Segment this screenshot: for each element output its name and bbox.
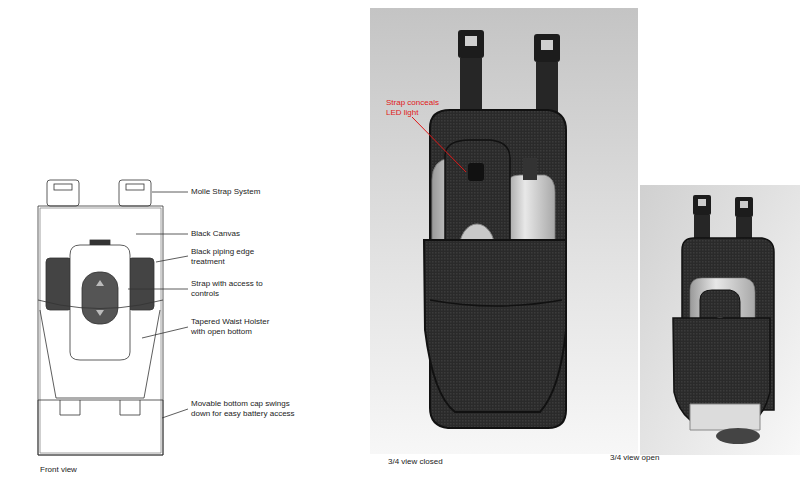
open-view-render bbox=[640, 185, 800, 455]
callout-label: Black piping edge treatment bbox=[191, 247, 267, 267]
front-view-drawing bbox=[38, 180, 188, 455]
callout-label: Strap with access to controls bbox=[191, 279, 277, 299]
view-caption: 3/4 view open bbox=[610, 453, 730, 463]
callout-label: Molle Strap System bbox=[191, 187, 321, 197]
callout-label: Black Canvas bbox=[191, 229, 321, 239]
view-caption: Front view bbox=[40, 465, 140, 475]
callout-label: Strap conceals LED light bbox=[386, 98, 448, 118]
view-caption: 3/4 view closed bbox=[388, 457, 508, 467]
callout-label: Movable bottom cap swings down for easy … bbox=[191, 399, 309, 419]
callout-label: Tapered Waist Holster with open bottom bbox=[191, 317, 283, 337]
closed-view-render bbox=[370, 8, 638, 454]
